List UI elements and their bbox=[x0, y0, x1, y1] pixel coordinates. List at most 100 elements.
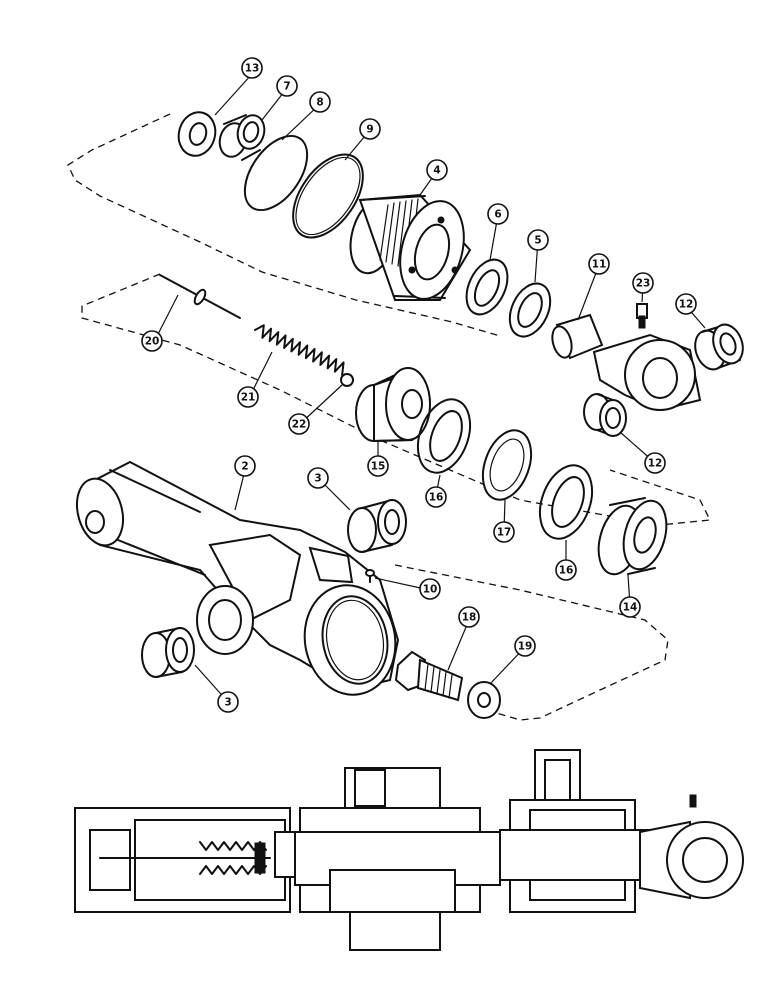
middle-assembly-outline bbox=[81, 273, 712, 526]
callout-layer: 1378946511231220212215161716141223101819… bbox=[141, 57, 697, 713]
callout-number: 16 bbox=[559, 565, 574, 577]
callout-circle bbox=[426, 159, 448, 181]
callout-circle bbox=[487, 203, 509, 225]
callout-21: 21 bbox=[237, 386, 259, 408]
callout-number: 3 bbox=[224, 697, 231, 709]
part-19-washer bbox=[467, 681, 501, 719]
callout-12: 12 bbox=[644, 452, 666, 474]
callout-16: 16 bbox=[425, 486, 447, 508]
callout-circle bbox=[425, 486, 447, 508]
part-3-bushing-upper bbox=[347, 499, 407, 553]
rod-eye-end bbox=[592, 333, 702, 412]
callout-number: 17 bbox=[497, 527, 512, 539]
part-4-piston-head bbox=[349, 193, 472, 301]
callout-22: 22 bbox=[288, 413, 310, 435]
callout-7: 7 bbox=[276, 75, 298, 97]
part-7-bushing bbox=[218, 114, 266, 161]
callout-number: 12 bbox=[648, 458, 663, 470]
callout-number: 23 bbox=[636, 278, 651, 290]
part-10-set-screw bbox=[365, 569, 375, 583]
part-14-cap bbox=[597, 497, 668, 576]
upper-assembly-outline bbox=[67, 113, 501, 337]
callout-number: 13 bbox=[245, 63, 260, 75]
part-20-pin bbox=[159, 274, 241, 319]
part-16-seal-lower bbox=[538, 464, 594, 540]
part-2-cylinder-barrel bbox=[75, 460, 400, 696]
callout-circle bbox=[234, 455, 256, 477]
callout-19: 19 bbox=[514, 635, 536, 657]
callout-number: 7 bbox=[283, 81, 290, 93]
part-13-washer bbox=[177, 111, 217, 157]
callout-number: 14 bbox=[623, 602, 638, 614]
callout-number: 6 bbox=[494, 209, 501, 221]
part-21-spring bbox=[254, 324, 345, 377]
callout-16: 16 bbox=[555, 559, 577, 581]
callout-circle bbox=[359, 118, 381, 140]
callout-number: 19 bbox=[518, 641, 533, 653]
part-16-seal-upper bbox=[416, 398, 472, 474]
part-15-gland bbox=[355, 367, 432, 443]
callout-circle bbox=[141, 330, 163, 352]
callout-circle bbox=[241, 57, 263, 79]
callout-23: 23 bbox=[632, 272, 654, 294]
callout-13: 13 bbox=[241, 57, 263, 79]
callout-20: 20 bbox=[141, 330, 163, 352]
part-3-bushing-lower bbox=[141, 627, 195, 678]
callout-14: 14 bbox=[619, 596, 641, 618]
callout-number: 9 bbox=[366, 124, 373, 136]
callout-circle bbox=[493, 521, 515, 543]
part-23-grease-fitting bbox=[636, 303, 648, 329]
callout-number: 15 bbox=[371, 461, 386, 473]
callout-circle bbox=[217, 691, 239, 713]
callout-3: 3 bbox=[217, 691, 239, 713]
callout-number: 8 bbox=[316, 97, 323, 109]
callout-circle bbox=[527, 229, 549, 251]
part-18-bolt bbox=[394, 650, 464, 702]
part-17-ring bbox=[481, 429, 533, 501]
part-12-lower-bushing bbox=[583, 393, 627, 437]
callout-18: 18 bbox=[458, 606, 480, 628]
callout-circle bbox=[307, 467, 329, 489]
callout-8: 8 bbox=[309, 91, 331, 113]
part-8-o-ring bbox=[243, 134, 309, 212]
callout-circle bbox=[458, 606, 480, 628]
callout-12: 12 bbox=[675, 293, 697, 315]
callout-number: 21 bbox=[241, 392, 256, 404]
part-6-seal bbox=[465, 258, 509, 316]
callout-number: 4 bbox=[433, 165, 440, 177]
callout-2: 2 bbox=[234, 455, 256, 477]
callout-circle bbox=[514, 635, 536, 657]
part-22-ball bbox=[340, 373, 354, 387]
callout-number: 22 bbox=[292, 419, 307, 431]
callout-circle bbox=[367, 455, 389, 477]
callout-number: 5 bbox=[534, 235, 541, 247]
callout-4: 4 bbox=[426, 159, 448, 181]
callout-number: 12 bbox=[679, 299, 694, 311]
callout-10: 10 bbox=[419, 578, 441, 600]
callout-circle bbox=[632, 272, 654, 294]
callout-circle bbox=[555, 559, 577, 581]
part-9-backup-ring bbox=[292, 153, 364, 239]
callout-circle bbox=[309, 91, 331, 113]
callout-number: 20 bbox=[145, 336, 160, 348]
callout-circle bbox=[619, 596, 641, 618]
cylinder-cross-section-view bbox=[74, 749, 744, 951]
callout-circle bbox=[419, 578, 441, 600]
callout-circle bbox=[644, 452, 666, 474]
callout-number: 10 bbox=[423, 584, 438, 596]
callout-17: 17 bbox=[493, 521, 515, 543]
callout-9: 9 bbox=[359, 118, 381, 140]
callout-circle bbox=[675, 293, 697, 315]
callout-circle bbox=[288, 413, 310, 435]
callout-circle bbox=[237, 386, 259, 408]
callout-number: 11 bbox=[592, 259, 607, 271]
callout-11: 11 bbox=[588, 253, 610, 275]
callout-number: 3 bbox=[314, 473, 321, 485]
lower-assembly-outline bbox=[394, 564, 669, 721]
callout-circle bbox=[588, 253, 610, 275]
callout-circle bbox=[276, 75, 298, 97]
callout-number: 16 bbox=[429, 492, 444, 504]
callout-number: 18 bbox=[462, 612, 477, 624]
